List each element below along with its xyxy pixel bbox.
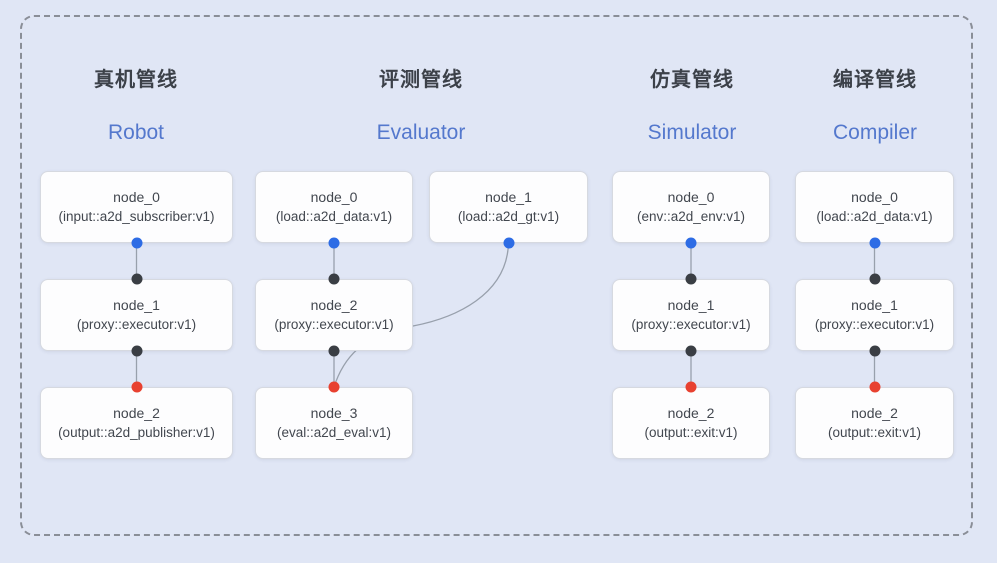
node-name: node_0 <box>113 189 160 205</box>
pipeline-title-en-evaluator: Evaluator <box>376 121 466 144</box>
node-box-simulator-node0: node_0 (env::a2d_env:v1) <box>612 171 770 243</box>
node-impl: (load::a2d_data:v1) <box>275 209 393 224</box>
node-box-compiler-node1: node_1 (proxy::executor:v1) <box>795 279 954 351</box>
node-impl: (proxy::executor:v1) <box>814 317 935 332</box>
pipeline-title-zh-robot: 真机管线 <box>94 69 178 91</box>
node-name: node_0 <box>667 189 715 205</box>
node-impl: (load::a2d_data:v1) <box>816 209 933 224</box>
node-name: node_2 <box>851 405 898 421</box>
port-input-dark-icon <box>328 273 340 285</box>
node-name: node_2 <box>310 297 358 313</box>
node-impl: (proxy::executor:v1) <box>631 317 751 332</box>
edge-evaluator-node1-node3 <box>333 242 510 388</box>
port-output-blue-icon <box>131 237 142 249</box>
node-name: node_1 <box>485 189 532 205</box>
node-impl: (output::exit:v1) <box>827 425 922 440</box>
node-name: node_3 <box>310 405 358 421</box>
port-input-red-icon <box>869 381 880 393</box>
node-impl: (output::exit:v1) <box>644 425 738 440</box>
diagram-dashed-frame <box>20 15 973 536</box>
node-box-robot-node2: node_2 (output::a2d_publisher:v1) <box>40 387 233 459</box>
port-input-dark-icon <box>685 273 697 285</box>
node-box-evaluator-node2: node_2 (proxy::executor:v1) <box>255 279 413 351</box>
port-output-dark-icon <box>131 345 142 357</box>
port-input-red-icon <box>131 381 142 393</box>
port-output-dark-icon <box>869 345 880 357</box>
node-name: node_1 <box>667 297 715 313</box>
node-box-compiler-node0: node_0 (load::a2d_data:v1) <box>795 171 954 243</box>
node-name: node_0 <box>851 189 898 205</box>
node-impl: (proxy::executor:v1) <box>274 317 394 332</box>
pipeline-title-zh-compiler: 编译管线 <box>833 69 917 91</box>
pipeline-title-en-robot: Robot <box>107 121 165 144</box>
port-input-red-icon <box>685 381 697 393</box>
node-name: node_1 <box>113 297 160 313</box>
port-output-blue-icon <box>685 237 697 249</box>
port-input-dark-icon <box>869 273 880 285</box>
node-box-robot-node1: node_1 (proxy::executor:v1) <box>40 279 233 351</box>
pipeline-title-zh-evaluator: 评测管线 <box>379 69 463 91</box>
node-box-compiler-node2: node_2 (output::exit:v1) <box>795 387 954 459</box>
node-impl: (proxy::executor:v1) <box>76 317 197 332</box>
pipeline-title-en-compiler: Compiler <box>832 121 918 144</box>
port-output-blue-icon <box>503 237 514 249</box>
node-name: node_1 <box>851 297 898 313</box>
node-impl: (env::a2d_env:v1) <box>636 209 746 224</box>
node-box-simulator-node2: node_2 (output::exit:v1) <box>612 387 770 459</box>
port-input-red-icon <box>328 381 340 393</box>
node-name: node_2 <box>667 405 715 421</box>
node-box-robot-node0: node_0 (input::a2d_subscriber:v1) <box>40 171 233 243</box>
node-box-simulator-node1: node_1 (proxy::executor:v1) <box>612 279 770 351</box>
port-output-dark-icon <box>685 345 697 357</box>
pipeline-title-zh-simulator: 仿真管线 <box>650 69 734 91</box>
node-name: node_2 <box>113 405 160 421</box>
node-box-evaluator-node0: node_0 (load::a2d_data:v1) <box>255 171 413 243</box>
node-impl: (input::a2d_subscriber:v1) <box>58 209 215 224</box>
node-impl: (output::a2d_publisher:v1) <box>58 425 215 440</box>
node-box-evaluator-node3: node_3 (eval::a2d_eval:v1) <box>255 387 413 459</box>
node-impl: (load::a2d_gt:v1) <box>457 209 560 224</box>
node-box-evaluator-node1: node_1 (load::a2d_gt:v1) <box>429 171 588 243</box>
port-input-dark-icon <box>131 273 142 285</box>
node-impl: (eval::a2d_eval:v1) <box>276 425 392 440</box>
port-output-blue-icon <box>328 237 340 249</box>
port-output-dark-icon <box>328 345 340 357</box>
port-output-blue-icon <box>869 237 880 249</box>
pipeline-title-en-simulator: Simulator <box>647 121 737 144</box>
node-name: node_0 <box>310 189 358 205</box>
